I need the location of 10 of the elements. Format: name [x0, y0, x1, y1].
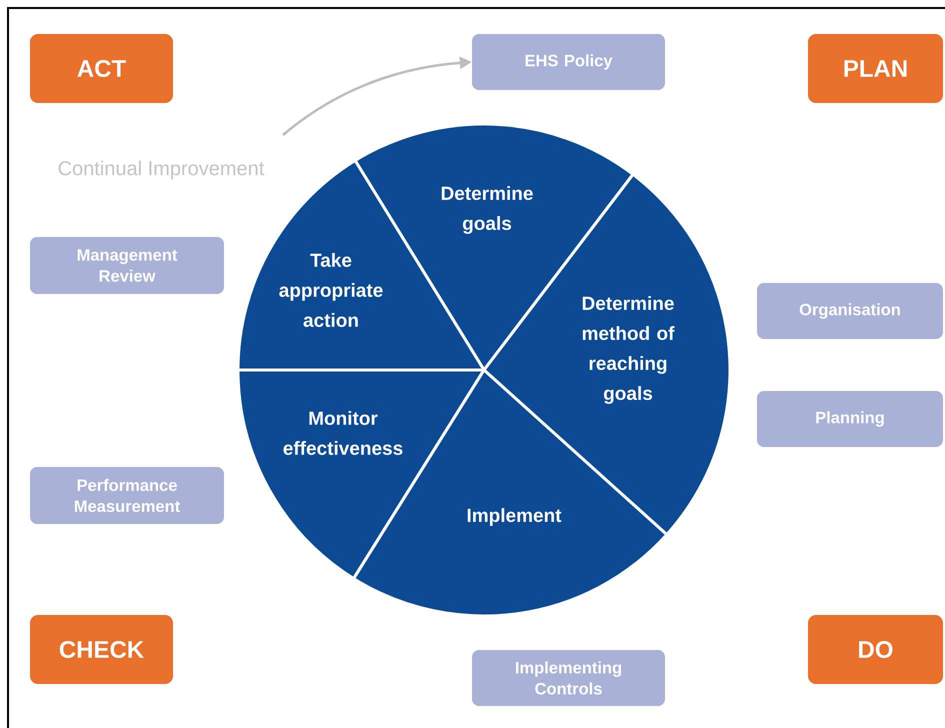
step-box: Organisation [757, 283, 943, 339]
phase-box: ACT [30, 34, 173, 103]
step-box: Performance Measurement [30, 466, 224, 524]
step-box: Planning [757, 391, 943, 447]
phase-box: DO [808, 614, 943, 684]
phase-box: CHECK [30, 614, 173, 684]
step-box: Implementing Controls [472, 650, 665, 706]
step-box: Management Review [30, 237, 224, 294]
phase-box: PLAN [808, 34, 943, 103]
step-box: EHS Policy [472, 34, 665, 90]
